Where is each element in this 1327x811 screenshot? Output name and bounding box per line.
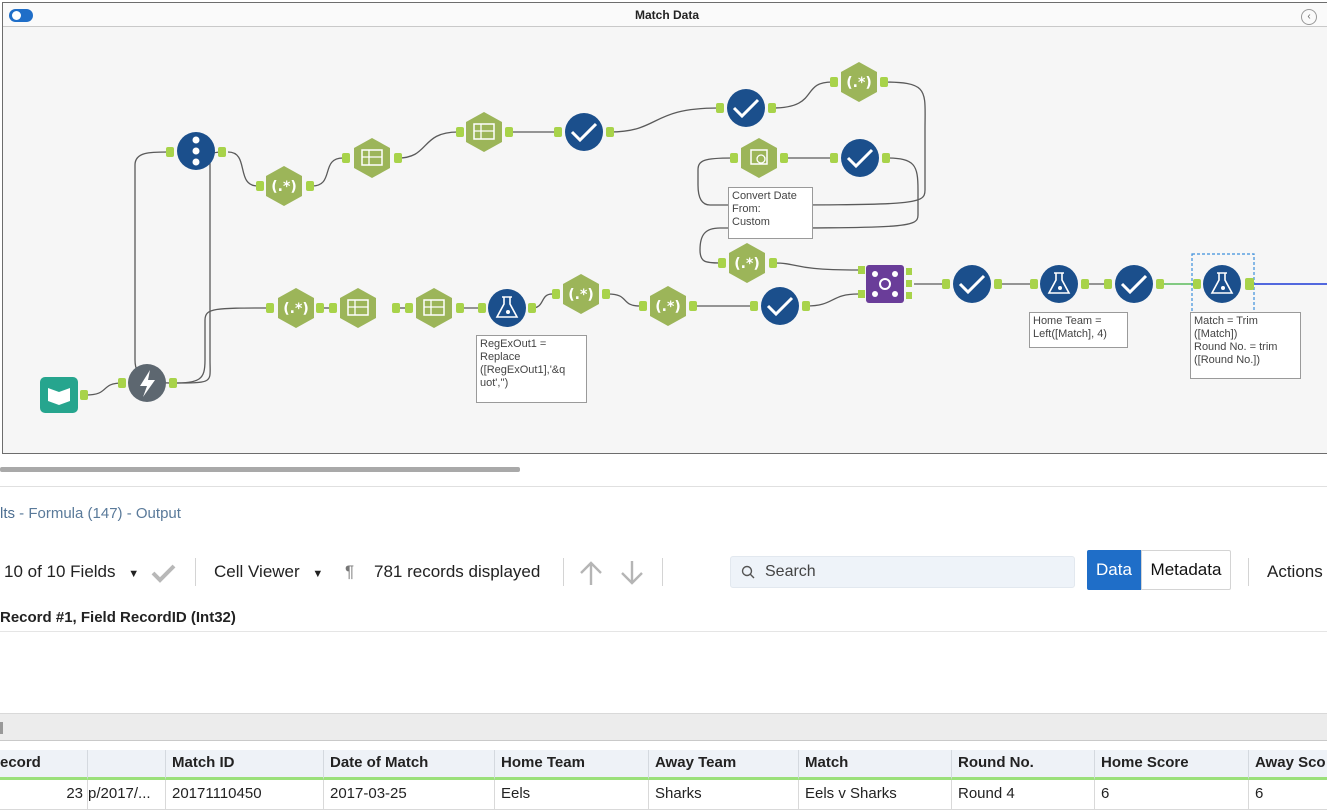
records-displayed: 781 records displayed xyxy=(374,562,541,581)
text-to-columns-tool[interactable] xyxy=(405,288,464,328)
fields-dropdown[interactable]: 10 of 10 Fields ▼ xyxy=(4,548,139,596)
annotation-home-team: Home Team = Left([Match], 4) xyxy=(1029,312,1128,348)
table-cell[interactable]: Round 4 xyxy=(952,780,1095,810)
table-cell[interactable]: 20171110450 xyxy=(166,780,324,810)
splitter-grip[interactable] xyxy=(0,722,3,734)
annotation-regex-replace: RegExOut1 = Replace ([RegExOut1],'&q uot… xyxy=(476,335,587,403)
search-box[interactable] xyxy=(730,556,1075,588)
annotation-convert-date: Convert Date From: Custom xyxy=(728,187,813,239)
formula-tool[interactable] xyxy=(1030,265,1089,303)
apply-check-icon[interactable] xyxy=(150,548,176,596)
dynamic-input-tool[interactable] xyxy=(118,364,177,402)
select-tool[interactable] xyxy=(830,139,890,177)
container-toggle[interactable] xyxy=(9,9,33,22)
arrow-up-icon[interactable] xyxy=(577,548,605,596)
container-collapse-icon[interactable]: ‹ xyxy=(1301,9,1317,25)
workflow-canvas[interactable]: Match Data ‹ xyxy=(0,0,1327,456)
select-tool[interactable] xyxy=(942,265,1002,303)
column-header[interactable]: Round No. xyxy=(952,750,1095,780)
table-cell[interactable]: Sharks xyxy=(649,780,799,810)
regex-tool[interactable]: (.*) xyxy=(718,243,777,283)
toolbar-separator xyxy=(1248,558,1249,586)
input-data-tool[interactable] xyxy=(40,377,88,413)
table-cell[interactable]: 6 xyxy=(1249,780,1327,810)
table-cell[interactable]: 2017-03-25 xyxy=(324,780,495,810)
text-to-columns-tool[interactable] xyxy=(456,112,513,152)
cell-viewer-caption: Record #1, Field RecordID (Int32) xyxy=(0,604,1327,632)
table-cell[interactable]: Eels xyxy=(495,780,649,810)
panel-splitter[interactable] xyxy=(0,713,1327,741)
svg-text:(.*): (.*) xyxy=(655,299,680,315)
column-header[interactable]: Away Team xyxy=(649,750,799,780)
column-header[interactable]: Away Sco xyxy=(1249,750,1327,780)
select-tool[interactable] xyxy=(716,89,776,127)
svg-text:(.*): (.*) xyxy=(846,75,871,91)
results-label: lts xyxy=(0,505,15,522)
record-id-tool[interactable] xyxy=(166,132,226,170)
results-output-link[interactable]: Output xyxy=(135,505,181,522)
table-cell[interactable]: Eels v Sharks xyxy=(799,780,952,810)
select-tool[interactable] xyxy=(1104,265,1164,303)
column-header[interactable]: Date of Match xyxy=(324,750,495,780)
regex-tool[interactable]: (.*) xyxy=(830,62,888,102)
search-input[interactable] xyxy=(765,561,1065,583)
union-tool[interactable] xyxy=(858,265,912,303)
results-separator: - xyxy=(122,505,136,522)
regex-tool[interactable]: (.*) xyxy=(256,166,314,206)
cell-viewer-label: Cell Viewer xyxy=(214,562,300,581)
results-title: lts - Formula (147) - Output xyxy=(0,500,181,528)
formula-tool-selected[interactable] xyxy=(1191,253,1255,319)
column-header[interactable]: Home Team xyxy=(495,750,649,780)
toolbar-separator xyxy=(662,558,663,586)
metadata-tab-button[interactable]: Metadata xyxy=(1141,550,1231,590)
select-tool[interactable] xyxy=(554,113,614,151)
regex-tool[interactable]: (.*) xyxy=(266,288,324,328)
cell-viewer-dropdown[interactable]: Cell Viewer ▼ xyxy=(214,548,323,596)
formula-tool[interactable] xyxy=(478,289,536,327)
workflow-diagram: (.*) xyxy=(40,62,1327,413)
regex-tool[interactable]: (.*) xyxy=(639,286,697,326)
select-tool[interactable] xyxy=(750,287,810,325)
divider xyxy=(0,486,1327,487)
column-header[interactable]: Match xyxy=(799,750,952,780)
regex-tool[interactable]: (.*) xyxy=(552,274,610,314)
table-cell[interactable]: 23 xyxy=(0,780,88,810)
text-to-columns-tool[interactable] xyxy=(329,288,400,328)
svg-text:(.*): (.*) xyxy=(283,301,308,317)
chevron-down-icon: ▼ xyxy=(312,568,324,580)
chevron-down-icon: ▼ xyxy=(128,568,140,580)
actions-button[interactable]: Actions xyxy=(1267,562,1323,581)
table-cell[interactable]: p/2017/... xyxy=(88,780,166,810)
column-header[interactable]: Match ID xyxy=(166,750,324,780)
table-cell[interactable]: 6 xyxy=(1095,780,1249,810)
results-toolbar: 10 of 10 Fields ▼ Cell Viewer ▼ ¶ 781 re… xyxy=(0,548,1327,596)
table-row[interactable]: 23 p/2017/... 20171110450 2017-03-25 Eel… xyxy=(0,780,1327,810)
arrow-down-icon[interactable] xyxy=(618,548,646,596)
data-tab-button[interactable]: Data xyxy=(1087,550,1141,590)
text-to-columns-tool[interactable] xyxy=(342,138,402,178)
toolbar-separator xyxy=(563,558,564,586)
column-header[interactable] xyxy=(88,750,166,780)
tool-container[interactable]: Match Data ‹ xyxy=(2,2,1327,454)
column-header[interactable]: Home Score xyxy=(1095,750,1249,780)
canvas-horizontal-scrollbar[interactable] xyxy=(0,467,520,472)
results-tool-link[interactable]: Formula (147) xyxy=(28,505,123,522)
datetime-tool[interactable] xyxy=(730,138,788,178)
search-icon xyxy=(741,565,755,579)
connection-wires xyxy=(85,81,1106,396)
svg-text:(.*): (.*) xyxy=(271,179,296,195)
pilcrow-icon[interactable]: ¶ xyxy=(345,562,355,581)
cell-viewer-content[interactable] xyxy=(0,632,1327,712)
container-title: Match Data xyxy=(3,3,1327,27)
svg-text:(.*): (.*) xyxy=(568,287,593,303)
column-header[interactable]: ecord xyxy=(0,750,88,780)
table-header-row: ecord Match ID Date of Match Home Team A… xyxy=(0,750,1327,780)
svg-text:(.*): (.*) xyxy=(734,256,759,272)
toolbar-separator xyxy=(195,558,196,586)
fields-label: 10 of 10 Fields xyxy=(4,562,116,581)
annotation-match-trim: Match = Trim ([Match]) Round No. = trim … xyxy=(1190,312,1301,379)
results-separator: - xyxy=(15,505,29,522)
